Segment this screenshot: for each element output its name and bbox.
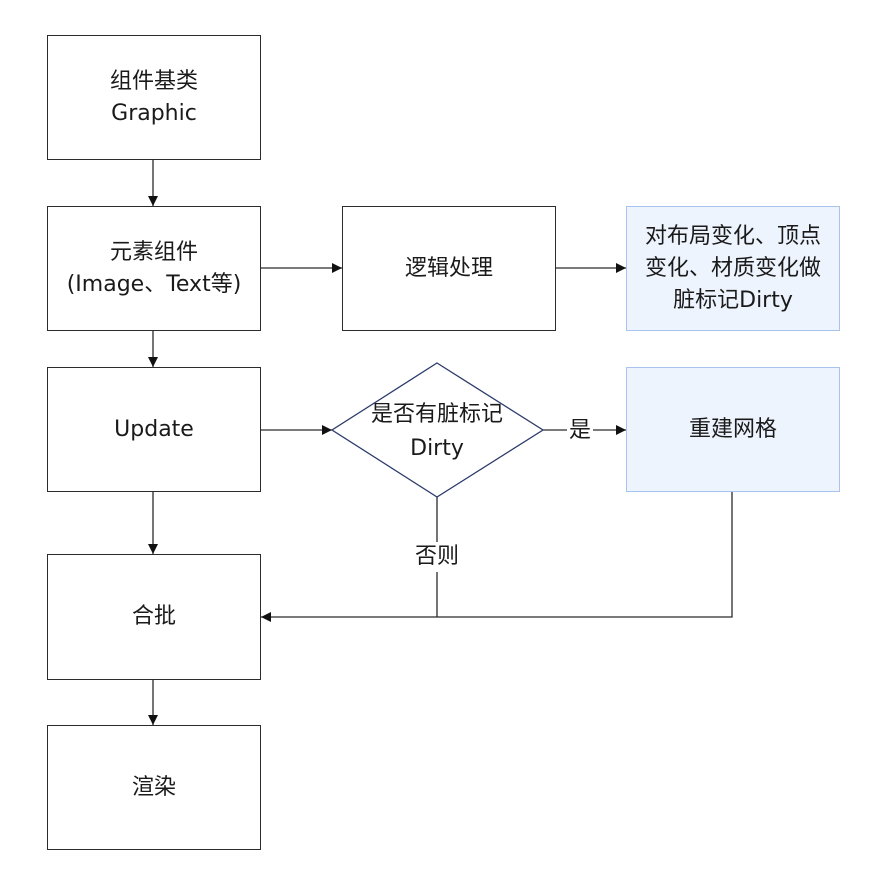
node-graphic-line1: 组件基类	[109, 68, 198, 94]
node-dirty-mark-line2: 变化、材质变化做	[644, 255, 821, 281]
node-elements: 元素组件 (Image、Text等)	[47, 206, 261, 331]
node-elements-line2: (Image、Text等)	[66, 271, 242, 297]
edge-label-no: 否则	[414, 542, 461, 572]
decision-label-line2: Dirty	[410, 436, 464, 461]
node-elements-line1: 元素组件	[109, 239, 198, 265]
node-render: 渲染	[47, 725, 261, 850]
node-update: Update	[47, 367, 261, 492]
node-logic: 逻辑处理	[342, 206, 556, 331]
node-dirty-mark: 对布局变化、顶点 变化、材质变化做 脏标记Dirty	[626, 206, 840, 331]
decision-label: 是否有脏标记 Dirty	[332, 398, 542, 466]
decision-diamond	[330, 362, 545, 498]
node-dirty-mark-line1: 对布局变化、顶点	[644, 223, 821, 249]
decision-label-line1: 是否有脏标记	[370, 402, 503, 427]
node-rebuild-label: 重建网格	[688, 416, 777, 442]
node-graphic: 组件基类 Graphic	[47, 35, 261, 160]
node-graphic-line2: Graphic	[111, 100, 197, 126]
edge-rebuild-to-batch	[261, 491, 733, 622]
edge-label-yes: 是	[567, 418, 594, 444]
node-render-label: 渲染	[131, 774, 176, 800]
node-rebuild: 重建网格	[626, 367, 840, 492]
node-batch-label: 合批	[131, 604, 176, 629]
node-batch: 合批	[47, 554, 261, 680]
node-update-label: Update	[114, 416, 194, 442]
node-logic-label: 逻辑处理	[404, 255, 493, 281]
node-dirty-mark-line3: 脏标记Dirty	[673, 287, 793, 313]
